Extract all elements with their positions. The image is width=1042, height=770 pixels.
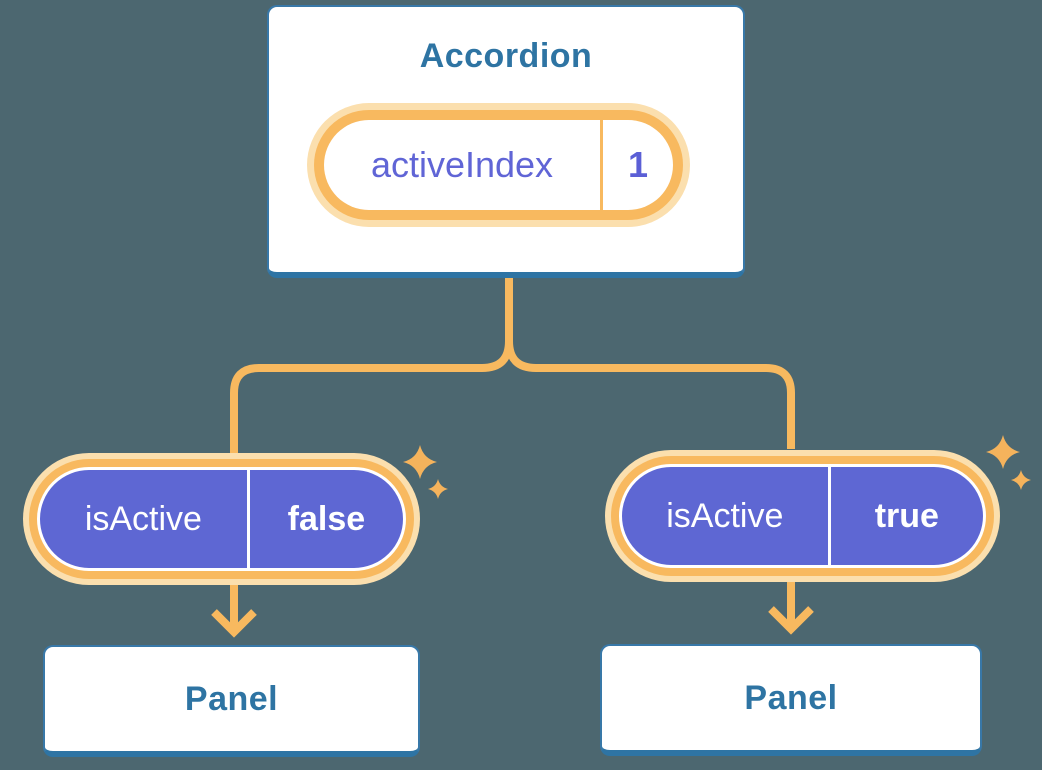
state-pill: activeIndex 1 [307,103,690,227]
arrow-down-left-icon [211,583,257,638]
prop-pill-left: isActive false [23,453,420,585]
state-pill-ring: activeIndex 1 [314,110,683,220]
sparkle-icon [986,435,1020,469]
tree-connector-left [230,272,513,455]
prop-pill-left-ring: isActive false [29,459,414,579]
prop-pill-right-ring: isActive true [611,456,994,576]
pill-divider [246,470,250,568]
accordion-title: Accordion [419,37,593,75]
prop-value: true [874,496,939,535]
prop-pill-right: isActive true [605,450,1000,582]
sparkle-icon [428,479,448,499]
prop-value: false [287,499,366,538]
tree-connector-right [505,272,795,449]
sparkle-icon [403,445,437,479]
state-name: activeIndex [370,144,554,185]
sparkle-icon [1011,470,1031,490]
panel-title: Panel [744,678,838,717]
pill-divider [827,467,831,565]
panel-card-right: Panel [600,644,982,756]
panel-card-left: Panel [43,645,420,757]
arrow-down-right-icon [768,580,814,635]
pill-divider [600,120,603,210]
prop-name: isActive [84,499,202,538]
panel-title: Panel [184,679,279,718]
prop-name: isActive [666,496,784,535]
state-value: 1 [627,144,649,185]
